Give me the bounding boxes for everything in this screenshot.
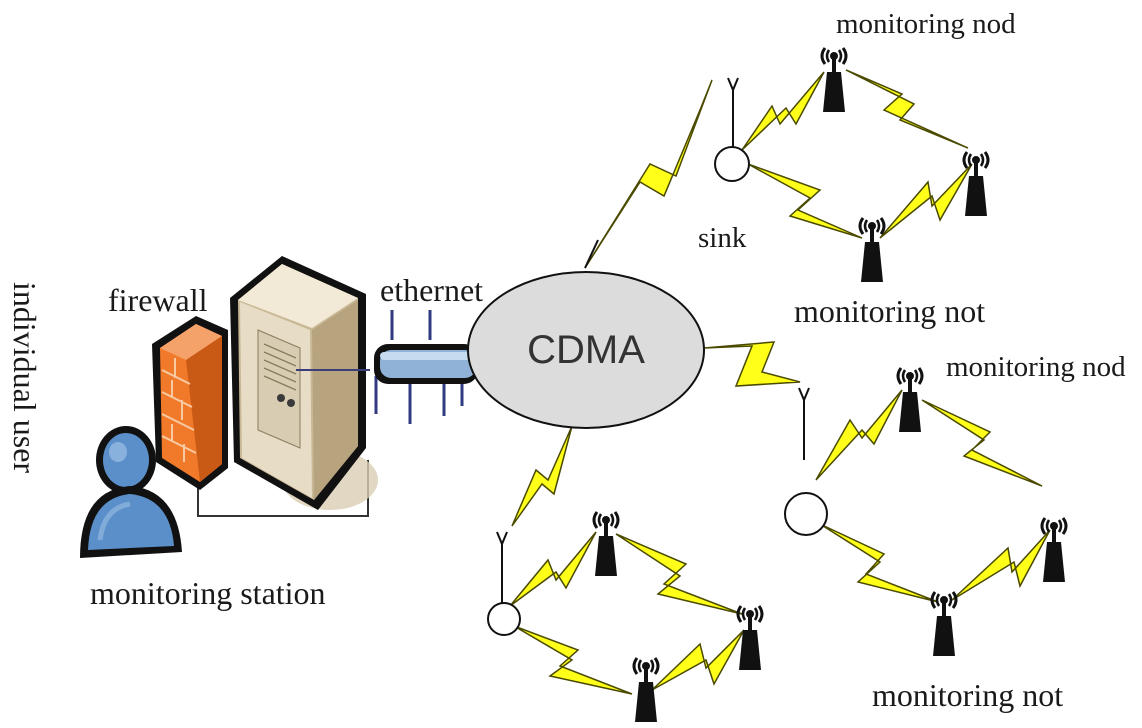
radio-tower-icon [1040,516,1068,584]
sink-node-circle [784,492,828,536]
right-cluster-bottom-label: monitoring not [872,677,1063,713]
person-icon [80,426,182,558]
right-cluster-node-label: monitoring nod [946,351,1126,383]
server-tower-icon [230,256,370,510]
radio-tower-icon [632,656,660,724]
top-cluster [714,46,990,284]
sink-label: sink [698,222,747,254]
radio-tower-icon [962,150,990,218]
top-cluster-node-label: monitoring nod [836,8,1016,40]
radio-tower-icon [592,510,620,578]
right-cluster [784,366,1068,658]
cdma-label: CDMA [527,328,645,372]
monitoring-station-label: monitoring station [90,575,326,611]
individual-user-label: individual user [7,282,43,473]
radio-tower-icon [896,366,924,434]
bottom-left-cluster [487,510,764,724]
monitoring-station-group [80,256,378,558]
firewall-label: firewall [108,282,208,318]
cdma-cloud: CDMA [467,271,705,429]
top-cluster-bottom-label: monitoring not [794,293,985,329]
radio-tower-icon [820,46,848,114]
radio-tower-icon [858,216,886,284]
lightning-bolt-icon [511,79,801,527]
brick-wall-icon [152,316,228,490]
sink-node-circle [487,602,521,636]
radio-tower-icon [736,604,764,672]
ethernet-label: ethernet [380,272,483,308]
ethernet-bus [374,310,478,424]
sink-node-circle [714,146,750,182]
